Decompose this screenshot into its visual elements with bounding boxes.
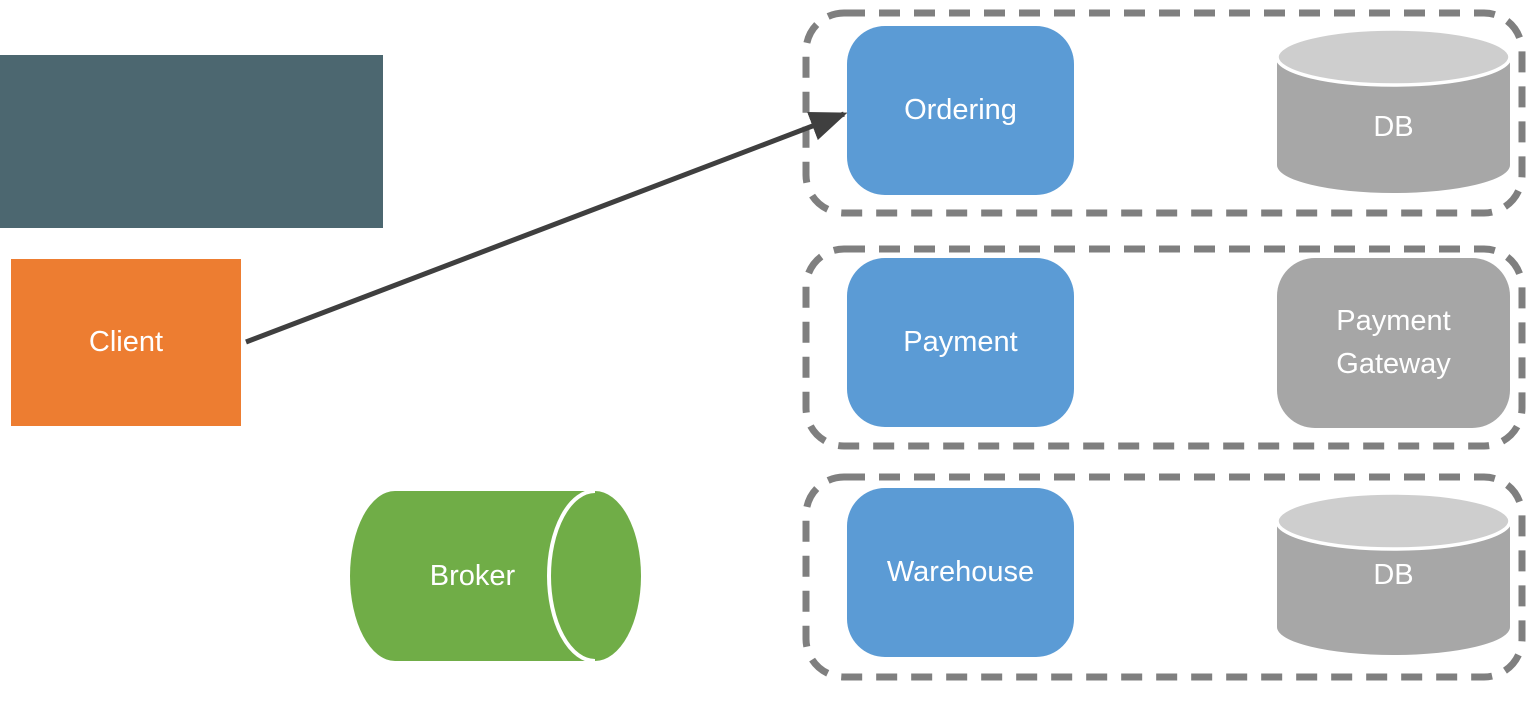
ordering-label: Ordering — [904, 93, 1017, 126]
db-label-warehouse: DB — [1373, 558, 1414, 591]
broker-label: Broker — [429, 559, 516, 592]
ordering-group-border — [802, 9, 1526, 217]
payment-label: Payment — [903, 325, 1018, 358]
db-cylinder-warehouse — [1275, 491, 1512, 656]
warehouse-group-border — [802, 473, 1526, 681]
broker-cylinder — [350, 489, 641, 663]
client-label: Client — [88, 325, 164, 358]
payment-gateway-node: Payment Gateway — [1277, 258, 1510, 428]
db-label-ordering: DB — [1373, 110, 1414, 143]
client-node: Client — [11, 259, 241, 426]
warehouse-node: Warehouse — [847, 488, 1074, 657]
payment-gateway-label: Payment Gateway — [1336, 304, 1451, 381]
payment-node: Payment — [847, 258, 1074, 427]
ordering-node: Ordering — [847, 26, 1074, 195]
client-to-ordering-arrow — [245, 111, 848, 345]
warehouse-label: Warehouse — [886, 555, 1035, 588]
db-cylinder-ordering — [1275, 27, 1512, 194]
broker-cylinder-seam — [547, 489, 596, 663]
banner-rect — [0, 55, 383, 228]
payment-group-border — [802, 245, 1526, 450]
